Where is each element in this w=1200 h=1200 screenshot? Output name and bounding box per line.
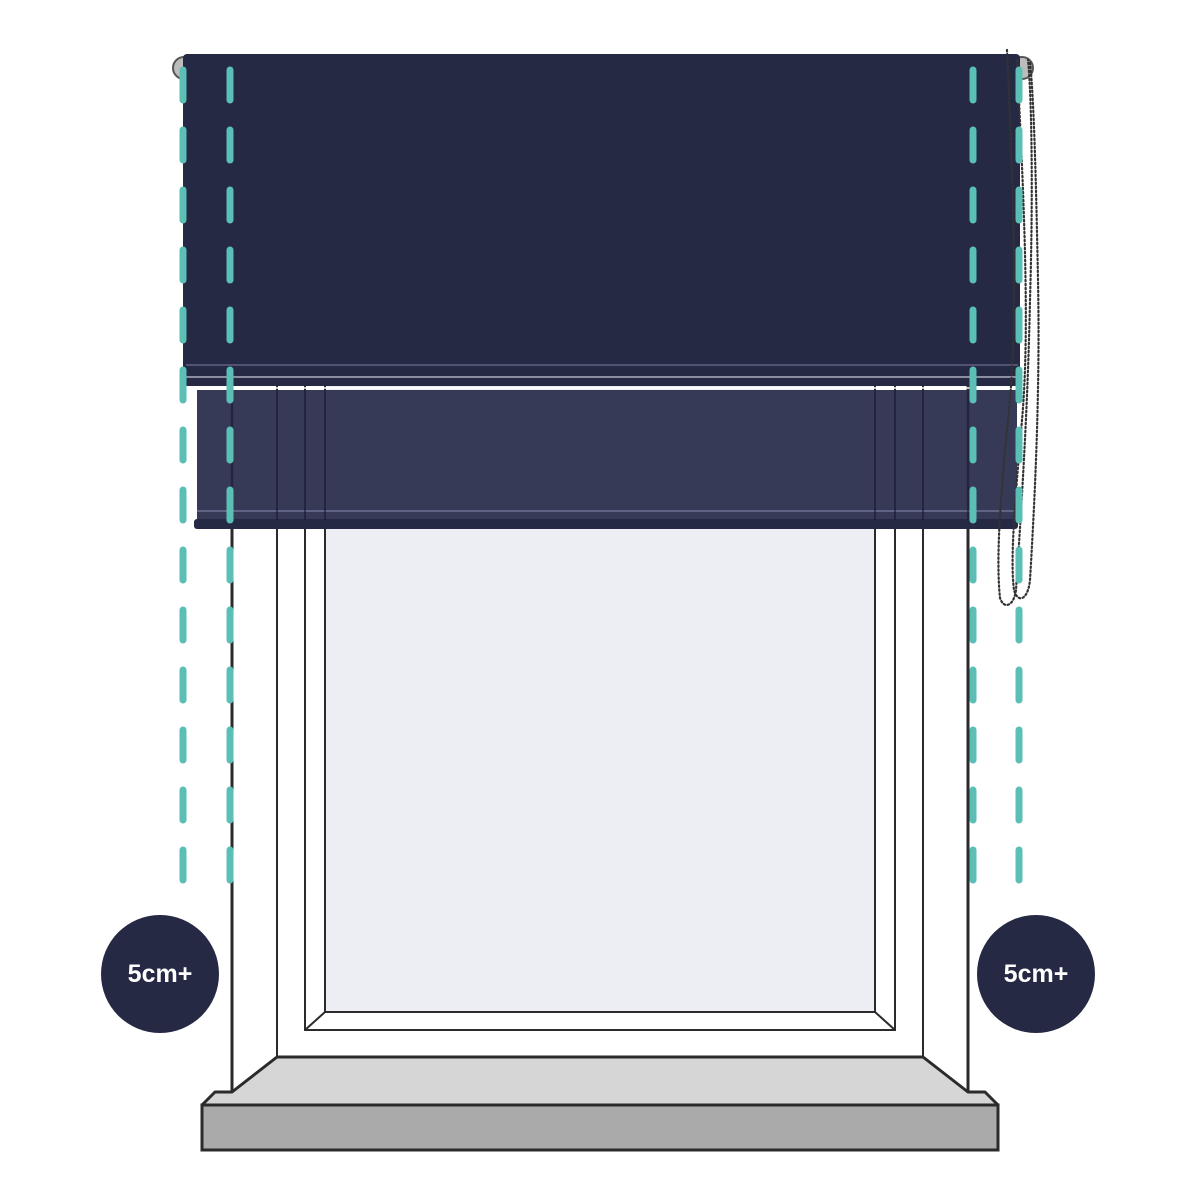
- chain-loop-outer: [997, 48, 1033, 607]
- blind-bottom-bar: [194, 519, 1018, 529]
- frame-bevel-left: [304, 1011, 326, 1031]
- blind-top-section: [183, 54, 1020, 386]
- left-overlap-badge: 5cm+: [101, 915, 219, 1033]
- chain-loop-inner: [1011, 58, 1040, 600]
- sill-top: [200, 1055, 1000, 1107]
- right-overlap-badge: 5cm+: [977, 915, 1095, 1033]
- roman-blind: [172, 54, 1034, 529]
- measurement-lines: [179, 66, 1023, 884]
- right-badge-label: 5cm+: [1004, 960, 1069, 988]
- blind-lower-section: [197, 390, 1017, 520]
- left-badge-circle: [101, 915, 219, 1033]
- window-sill: [200, 1055, 1000, 1152]
- control-chain: [997, 48, 1040, 607]
- sill-front: [200, 1103, 1000, 1152]
- right-badge-circle: [977, 915, 1095, 1033]
- left-badge-label: 5cm+: [128, 960, 193, 988]
- frame-bevel-right: [874, 1011, 896, 1031]
